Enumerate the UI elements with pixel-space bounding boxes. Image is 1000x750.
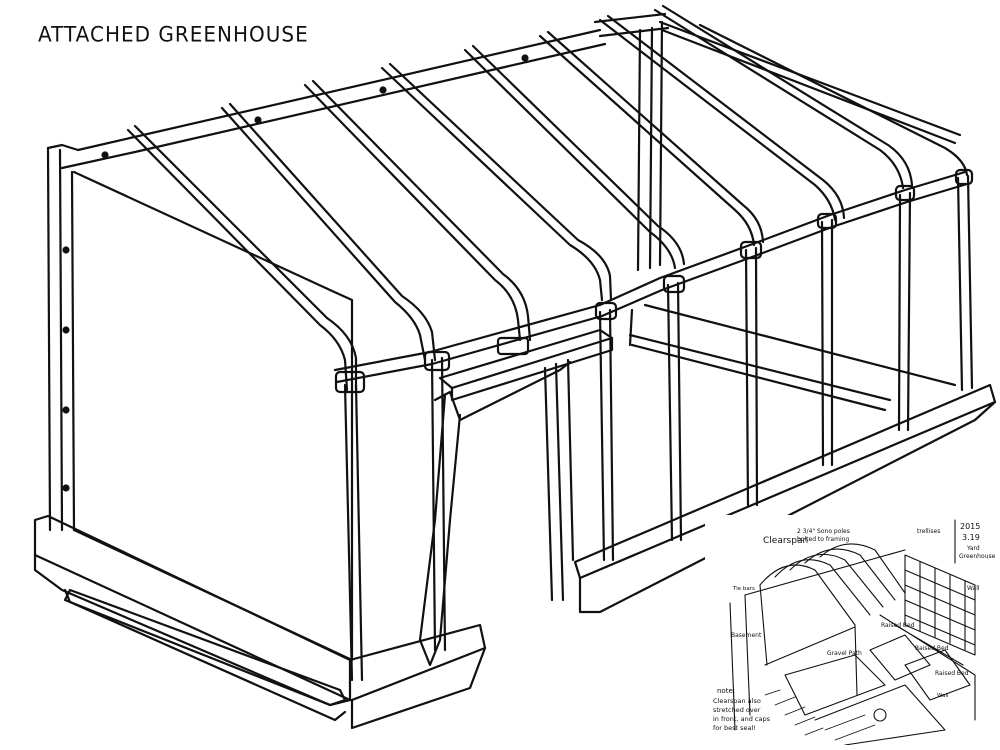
roof-hoops (126, 4, 969, 392)
inset-sketch: Clearspan 2 3/4" Sono poles bolted to fr… (705, 515, 997, 745)
drawing-title: ATTACHED GREENHOUSE (38, 21, 309, 47)
inset-note-4: in front, and caps (713, 715, 771, 723)
inset-hoops (729, 543, 906, 731)
inset-label-raised-bed-2: Raised Bed (915, 645, 949, 652)
inset-note-2: Clearspan also (713, 697, 761, 705)
inset-label-clearspan: Clearspan (763, 536, 808, 546)
inset-label-raised-bed-3: Raised Bed (935, 670, 969, 677)
hanging-rod (63, 393, 462, 707)
inset-ground-hatch (764, 689, 876, 741)
inset-label-trellises: trellises (917, 528, 940, 535)
inset-label-tie-bars: Tie bars (732, 586, 755, 592)
inset-label-wall-2: Wall (937, 693, 949, 699)
inset-brick-wall (879, 554, 976, 721)
inset-label-basement: Basement (731, 632, 762, 639)
inset-raised-beds (784, 634, 971, 745)
inset-date-3: Yard (966, 545, 980, 552)
inset-date-1: 2015 (960, 522, 980, 531)
inset-note-3: stretched over (713, 706, 761, 714)
inset-label-gravel-path: Gravel Path (827, 650, 862, 657)
inset-label-raised-bed-1: Raised Bed (881, 622, 915, 629)
inset-label-bolted: bolted to framing (797, 536, 849, 543)
inset-date-4: Greenhouse (959, 553, 996, 560)
back-wall-frame (593, 12, 962, 272)
left-end-wall-frame (46, 28, 607, 662)
door-header (433, 328, 614, 602)
inset-date-2: 3.19 (962, 533, 980, 542)
eave-rail (333, 170, 969, 384)
inset-note-5: for best seal! (713, 724, 756, 732)
inset-label-poles: 2 3/4" Sono poles (797, 528, 850, 535)
inset-note-1: note: (717, 687, 735, 695)
inset-label-wall: Wall (967, 585, 980, 592)
